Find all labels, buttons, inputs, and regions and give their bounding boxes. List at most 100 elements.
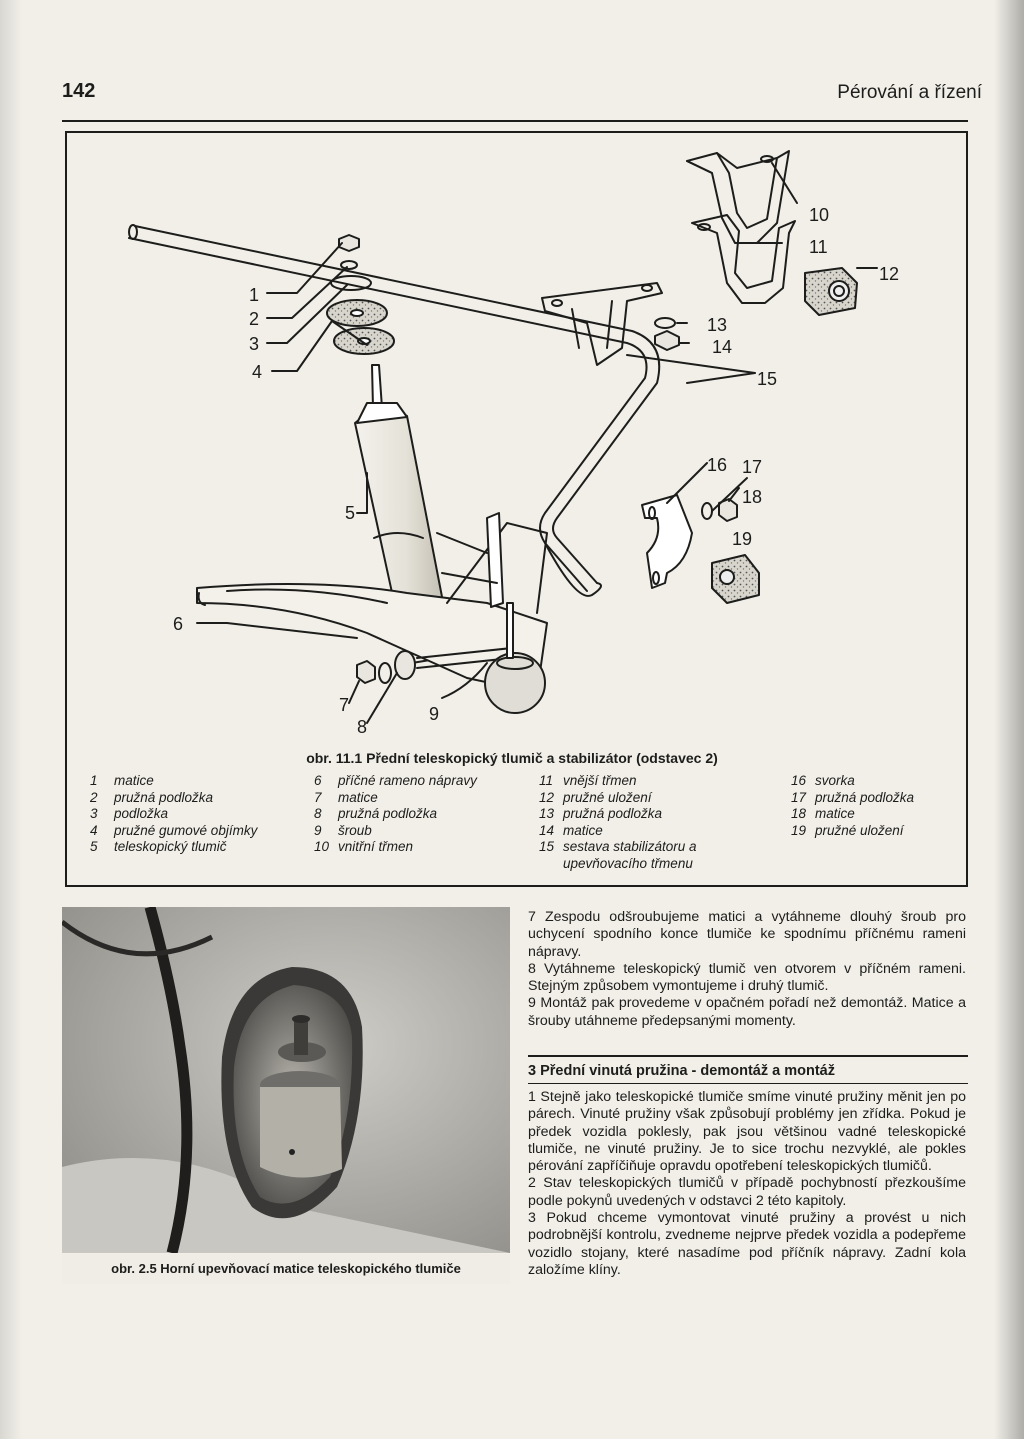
nut-18 — [718, 498, 738, 522]
callout-12: 12 — [879, 264, 899, 284]
legend-text: matice — [815, 806, 855, 821]
page-number: 142 — [62, 80, 96, 102]
legend-text: matice — [114, 773, 154, 788]
page-gutter-shadow — [0, 0, 22, 1439]
callout-19: 19 — [732, 529, 752, 549]
legend-text: šroub — [338, 822, 372, 838]
paragraph: 8 Vytáhneme teleskopický tlumič ven otvo… — [528, 960, 966, 995]
clamp-16 — [641, 494, 693, 589]
nut-7 — [356, 660, 376, 684]
ball-joint — [484, 652, 546, 714]
legend-text: matice — [338, 789, 378, 805]
outer-clamp — [691, 214, 796, 304]
figure-frame — [65, 131, 968, 887]
stabilizer-bar — [128, 237, 648, 592]
legend-text: pružná podložka — [815, 789, 915, 805]
legend-item: 16 svorka — [791, 773, 956, 790]
nut-14 — [654, 330, 680, 351]
legend-item: 3 podložka — [90, 806, 295, 823]
legend-text: vnější třmen — [563, 773, 637, 788]
legend-column-1: 1 matice 2 pružná podložka 3 podložka 4 pruž… — [90, 773, 295, 856]
legend-text: pružné gumové objímky — [114, 822, 258, 838]
legend-item: 19 pružné uložení — [791, 823, 956, 840]
spring-washer — [340, 260, 358, 270]
callout-7: 7 — [339, 695, 349, 715]
legend-number: 8 — [314, 806, 322, 821]
rubber-mount-19 — [711, 554, 760, 604]
legend-item: 12 pružné uložení — [539, 790, 764, 807]
callout-5: 5 — [345, 503, 355, 523]
paragraph: 2 Stav teleskopických tlumičů v případě … — [528, 1175, 966, 1209]
section-heading: 3 Přední vinutá pružina - demontáž a mon… — [528, 1063, 835, 1079]
callout-4: 4 — [252, 362, 262, 382]
legend-item: 4 pružné gumové objímky — [90, 823, 295, 840]
callout-18: 18 — [742, 487, 762, 507]
section-rule — [528, 1083, 968, 1084]
figure-caption: obr. 11.1 Přední teleskopický tlumič a s… — [306, 750, 718, 766]
legend-number: 15 — [539, 839, 555, 854]
callout-2: 2 — [249, 309, 259, 329]
legend-item: 10 vnitřní třmen — [314, 839, 519, 856]
legend-text: pružné uložení — [563, 789, 652, 805]
legend-text: sestava stabilizátoru a upevňovacího třm… — [563, 839, 697, 871]
shock-rod — [371, 364, 383, 409]
callout-9: 9 — [429, 704, 439, 724]
lower-control-arm — [196, 583, 548, 694]
legend-item: 8 pružná podložka — [314, 806, 519, 823]
legend-number: 17 — [791, 789, 807, 805]
legend-number: 1 — [90, 773, 98, 788]
legend-text: svorka — [815, 773, 855, 788]
legend-number: 9 — [314, 822, 322, 838]
callout-8: 8 — [357, 717, 367, 737]
legend-number: 2 — [90, 789, 98, 805]
legend-number: 18 — [791, 806, 807, 821]
suspension-exploded-diagram: 1 2 3 4 5 6 7 8 9 10 11 12 13 14 15 16 1… — [128, 150, 899, 737]
photo-caption: obr. 2.5 Horní upevňovací matice telesko… — [62, 1254, 510, 1284]
callout-17: 17 — [742, 457, 762, 477]
spring-washer-17 — [701, 502, 713, 520]
shock-mount-photo — [62, 907, 510, 1253]
legend-number: 12 — [539, 789, 555, 805]
stabilizer-mounting-bracket — [541, 282, 663, 366]
callout-11: 11 — [809, 237, 828, 257]
callout-16: 16 — [707, 455, 727, 475]
legend-text: vnitřní třmen — [338, 839, 414, 854]
legend-item: 15 sestava stabilizátoru a upevňovacího t… — [539, 839, 764, 872]
callout-13: 13 — [707, 315, 727, 335]
legend-item: 9 šroub — [314, 823, 519, 840]
legend-number: 14 — [539, 822, 555, 838]
photo-illustration — [62, 907, 510, 1253]
legend-item: 17 pružná podložka — [791, 790, 956, 807]
callout-15: 15 — [757, 369, 777, 389]
paragraph: 9 Montáž pak provedeme v opačném pořadí … — [528, 995, 966, 1029]
legend-number: 4 — [90, 822, 98, 838]
legend-text: pružná podložka — [114, 789, 214, 805]
inner-clamp — [686, 150, 790, 244]
paragraph: 3 Pokud chceme vymontovat vinuté pružiny… — [528, 1210, 966, 1278]
legend-number: 6 — [314, 773, 322, 788]
callout-3: 3 — [249, 334, 259, 354]
callout-1: 1 — [249, 285, 259, 305]
legend-item: 1 matice — [90, 773, 295, 790]
paragraph: 7 Zespodu odšroubujeme matici a vytáhnem… — [528, 909, 966, 960]
spring-washer-8 — [378, 662, 392, 684]
legend-number: 19 — [791, 822, 807, 838]
legend-number: 16 — [791, 773, 807, 788]
callout-14: 14 — [712, 337, 732, 357]
legend-text: pružná podložka — [338, 806, 438, 821]
page-edge-shadow — [994, 0, 1024, 1439]
legend-text: pružné uložení — [815, 822, 904, 838]
legend-text: podložka — [114, 806, 169, 821]
legend-number: 3 — [90, 806, 98, 821]
legend-column-4: 16 svorka 17 pružná podložka 18 matice 19 pr… — [791, 773, 956, 839]
legend-number: 10 — [314, 839, 330, 854]
legend-item: 18 matice — [791, 806, 956, 823]
